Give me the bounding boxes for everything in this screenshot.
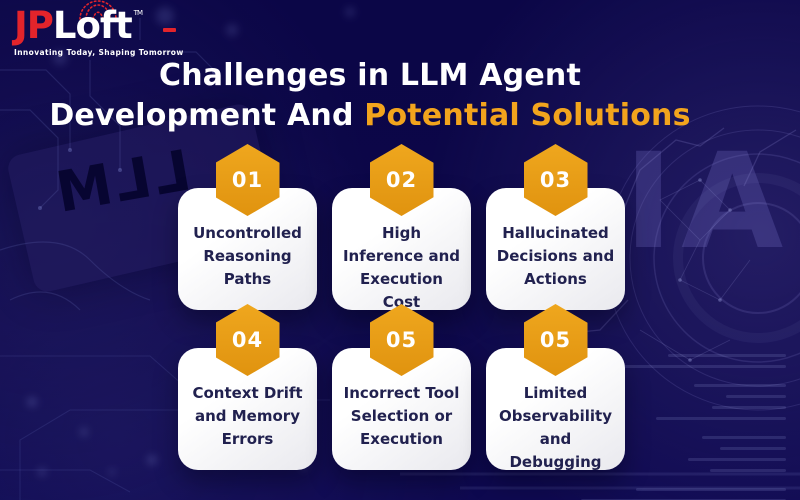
logo-t-crossbar xyxy=(162,28,176,32)
title-line2: Development And Potential Solutions xyxy=(0,96,740,136)
ai-watermark: IA xyxy=(624,125,792,279)
card-label: Uncontrolled Reasoning Paths xyxy=(193,224,302,288)
card-number: 05 xyxy=(385,328,418,352)
card-label: Incorrect Tool Selection or Execution xyxy=(343,384,460,448)
challenge-card-4: Context Drift and Memory Errors 04 xyxy=(178,304,317,470)
logo-loft: Loft xyxy=(52,4,133,47)
card-body: High Inference and Execution Cost xyxy=(332,188,471,311)
challenge-card-2: High Inference and Execution Cost 02 xyxy=(332,144,471,311)
card-label: High Inference and Execution Cost xyxy=(342,224,461,311)
logo-tagline: Innovating Today, Shaping Tomorrow xyxy=(14,47,184,57)
cards-grid: Uncontrolled Reasoning Paths 01 High Inf… xyxy=(178,144,625,471)
challenge-card-1: Uncontrolled Reasoning Paths 01 xyxy=(178,144,317,310)
globe-dots-icon xyxy=(79,0,117,20)
logo-jp: JP xyxy=(14,4,54,47)
card-number: 01 xyxy=(231,168,264,192)
card-label: Context Drift and Memory Errors xyxy=(192,384,303,448)
challenge-card-3: Hallucinated Decisions and Actions 03 xyxy=(486,144,625,310)
logo-tm-mark: TM xyxy=(133,9,143,17)
card-number: 04 xyxy=(231,328,264,352)
card-label: Hallucinated Decisions and Actions xyxy=(496,224,615,288)
title-line1: Challenges in LLM Agent xyxy=(159,58,581,93)
challenge-card-5: Incorrect Tool Selection or Execution 05 xyxy=(332,304,471,470)
title-line2-prefix: Development And xyxy=(49,98,365,133)
card-label: Limited Observability and Debugging xyxy=(499,384,612,471)
title-line2-highlight: Potential Solutions xyxy=(364,98,691,133)
card-body: Limited Observability and Debugging xyxy=(486,348,625,471)
card-number: 02 xyxy=(385,168,418,192)
challenge-card-6: Limited Observability and Debugging 05 xyxy=(486,304,625,471)
card-number: 03 xyxy=(539,168,572,192)
card-number: 05 xyxy=(539,328,572,352)
page-title: Challenges in LLM Agent Development And … xyxy=(0,56,740,136)
